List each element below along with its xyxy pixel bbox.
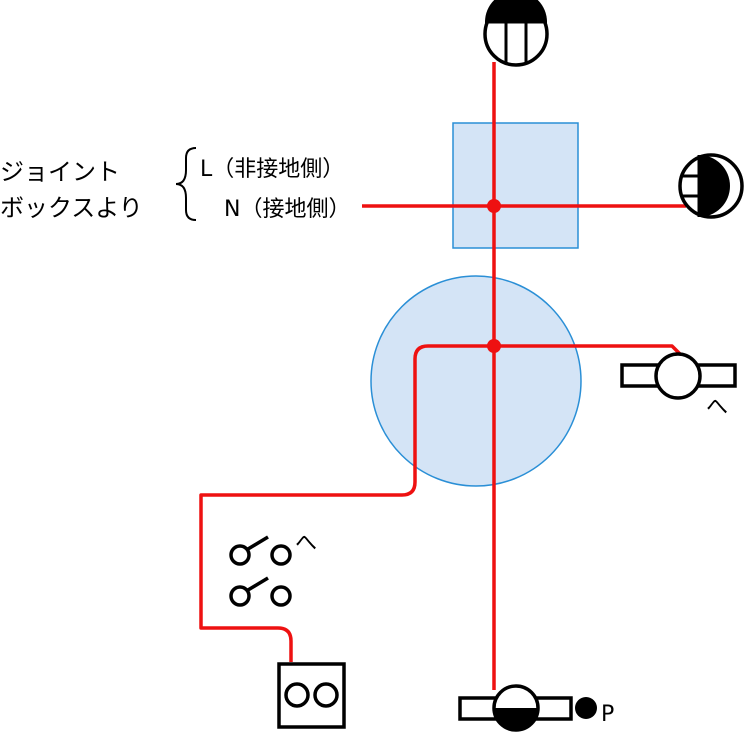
live-label: L（非接地側） bbox=[200, 157, 344, 182]
junction-box-square bbox=[452, 122, 579, 249]
brace bbox=[175, 147, 197, 221]
source-label-line2: ボックスより bbox=[0, 194, 143, 222]
mark-he-right: へ bbox=[706, 395, 728, 420]
duplex-outlet-icon bbox=[277, 662, 346, 729]
ceiling-light-icon bbox=[483, 0, 549, 67]
wires bbox=[199, 62, 686, 690]
luminaire-icon bbox=[620, 352, 737, 400]
source-label-line1: ジョイント bbox=[0, 158, 120, 186]
mark-he-switch: へ bbox=[295, 531, 317, 556]
three-way-switch-icon bbox=[229, 535, 292, 607]
neutral-label: N（接地側） bbox=[224, 197, 350, 222]
connection-dot-top bbox=[487, 199, 501, 213]
wire-to-right-fixture bbox=[494, 344, 682, 356]
connection-dot-middle bbox=[487, 339, 501, 353]
junction-box-circle bbox=[370, 275, 582, 487]
mark-p: P bbox=[601, 702, 614, 727]
wall-light-icon bbox=[678, 153, 744, 219]
luminaire-pull-switch-icon bbox=[458, 684, 597, 732]
wire-to-switch-outlet bbox=[199, 344, 494, 662]
